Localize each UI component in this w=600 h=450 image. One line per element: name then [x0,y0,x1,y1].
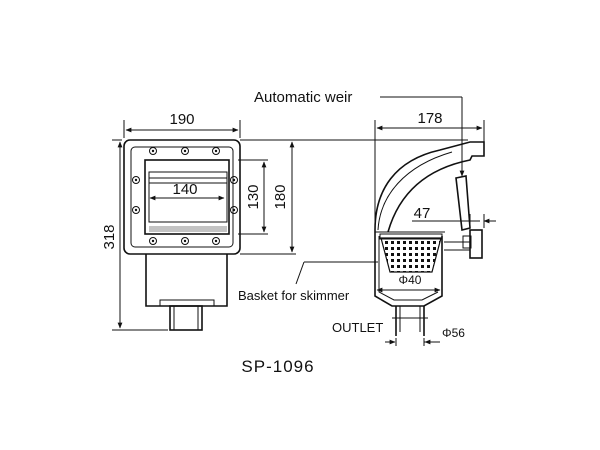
side-housing-dome [374,141,485,233]
model-title: SP-1096 [241,357,314,376]
front-flange [123,139,241,255]
skimmer-basket [380,237,442,273]
front-throat [144,159,230,235]
side-outlet-pipe [395,306,425,336]
automatic-weir-flap [455,175,471,231]
side-flange [469,229,483,259]
flange-screws [132,147,238,245]
dim-basket-diameter: Φ40 [399,273,422,287]
side-body [374,230,443,307]
front-body [145,254,228,307]
dim-throat-height: 130 [245,184,262,209]
side-view: 178 Automatic weir 47 Basket for skimmer… [238,89,496,346]
automatic-weir-label: Automatic weir [254,89,352,106]
dim-weir-offset: 47 [414,205,431,222]
outlet-label: OUTLET [332,320,383,335]
dim-side-depth: 178 [417,110,442,127]
dim-outlet-diameter: Φ56 [442,326,465,340]
dim-throat-width: 140 [172,181,197,198]
dim-flange-height: 180 [272,184,289,209]
basket-label: Basket for skimmer [238,288,350,303]
front-outlet-pipe [169,305,203,331]
dim-total-height: 318 [101,224,118,249]
dim-front-width: 190 [169,111,194,128]
front-view: 190 140 130 180 318 [101,111,296,331]
